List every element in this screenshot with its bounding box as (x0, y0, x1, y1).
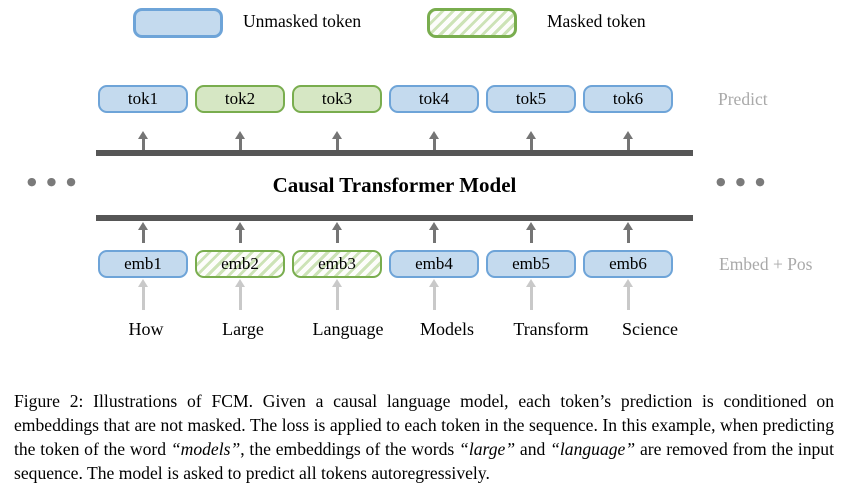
input-word: Models (420, 319, 474, 339)
input-word: Large (222, 319, 264, 339)
token-box-tok6: tok6 (583, 85, 673, 113)
token-box-tok2-masked: tok2 (195, 85, 285, 113)
transformer-top-bar (96, 150, 693, 156)
embedding-box-emb1: emb1 (98, 250, 188, 278)
up-arrow-icon (138, 222, 148, 243)
token-label: tok6 (612, 89, 644, 108)
caption-italic-word: “language” (550, 438, 636, 459)
up-arrow-light-icon (332, 279, 342, 310)
embedding-box-emb4: emb4 (389, 250, 479, 278)
figure-caption: Figure 2: Illustrations of FCM. Given a … (14, 389, 834, 485)
legend-masked-swatch (427, 8, 517, 38)
embedding-box-emb3-masked: emb3 (292, 250, 382, 278)
up-arrow-icon (429, 222, 439, 243)
predict-row-label: Predict (718, 89, 768, 109)
caption-italic-word: “models” (170, 438, 241, 459)
up-arrow-icon (332, 131, 342, 152)
caption-text: Figure 2: Illustrations of FCM. Given a … (14, 390, 834, 459)
up-arrow-icon (623, 222, 633, 243)
caption-text: and (515, 438, 551, 459)
input-word: Transform (513, 319, 589, 339)
model-title: Causal Transformer Model (272, 173, 517, 197)
up-arrow-light-icon (138, 279, 148, 310)
token-box-tok5: tok5 (486, 85, 576, 113)
embedding-box-emb5: emb5 (486, 250, 576, 278)
token-label: tok4 (418, 89, 450, 108)
token-box-tok4: tok4 (389, 85, 479, 113)
up-arrow-light-icon (526, 279, 536, 310)
legend-unmasked-swatch (133, 8, 223, 38)
up-arrow-icon (623, 131, 633, 152)
up-arrow-icon (526, 131, 536, 152)
caption-italic-word: “large” (459, 438, 516, 459)
input-word: Language (312, 319, 384, 339)
up-arrow-icon (526, 222, 536, 243)
token-label: tok5 (515, 89, 547, 108)
token-label: tok2 (224, 89, 256, 108)
caption-text: , the embeddings of the words (240, 438, 460, 459)
transformer-bottom-bar (96, 215, 693, 221)
embedding-label: emb2 (221, 254, 259, 273)
up-arrow-light-icon (235, 279, 245, 310)
ellipsis-left-icon: ●●● (27, 175, 86, 188)
token-label: tok1 (127, 89, 159, 108)
embedding-box-emb2-masked: emb2 (195, 250, 285, 278)
legend-masked-label: Masked token (547, 11, 646, 31)
token-label: tok3 (321, 89, 353, 108)
token-box-tok1: tok1 (98, 85, 188, 113)
input-word: Science (622, 319, 678, 339)
embedding-box-emb6: emb6 (583, 250, 673, 278)
up-arrow-icon (138, 131, 148, 152)
embed-row-label: Embed + Pos (719, 254, 813, 274)
embedding-label: emb1 (124, 254, 162, 273)
up-arrow-icon (332, 222, 342, 243)
legend-unmasked-label: Unmasked token (243, 11, 362, 31)
token-box-tok3-masked: tok3 (292, 85, 382, 113)
embedding-label: emb3 (318, 254, 356, 273)
up-arrow-icon (235, 222, 245, 243)
embedding-label: emb5 (512, 254, 550, 273)
embedding-label: emb6 (609, 254, 647, 273)
up-arrow-icon (429, 131, 439, 152)
embedding-label: emb4 (415, 254, 453, 273)
up-arrow-icon (235, 131, 245, 152)
up-arrow-light-icon (429, 279, 439, 310)
input-word: How (128, 319, 164, 339)
ellipsis-right-icon: ●●● (716, 175, 775, 188)
caption-text: are removed from the input sequence. The… (14, 438, 834, 483)
up-arrow-light-icon (623, 279, 633, 310)
